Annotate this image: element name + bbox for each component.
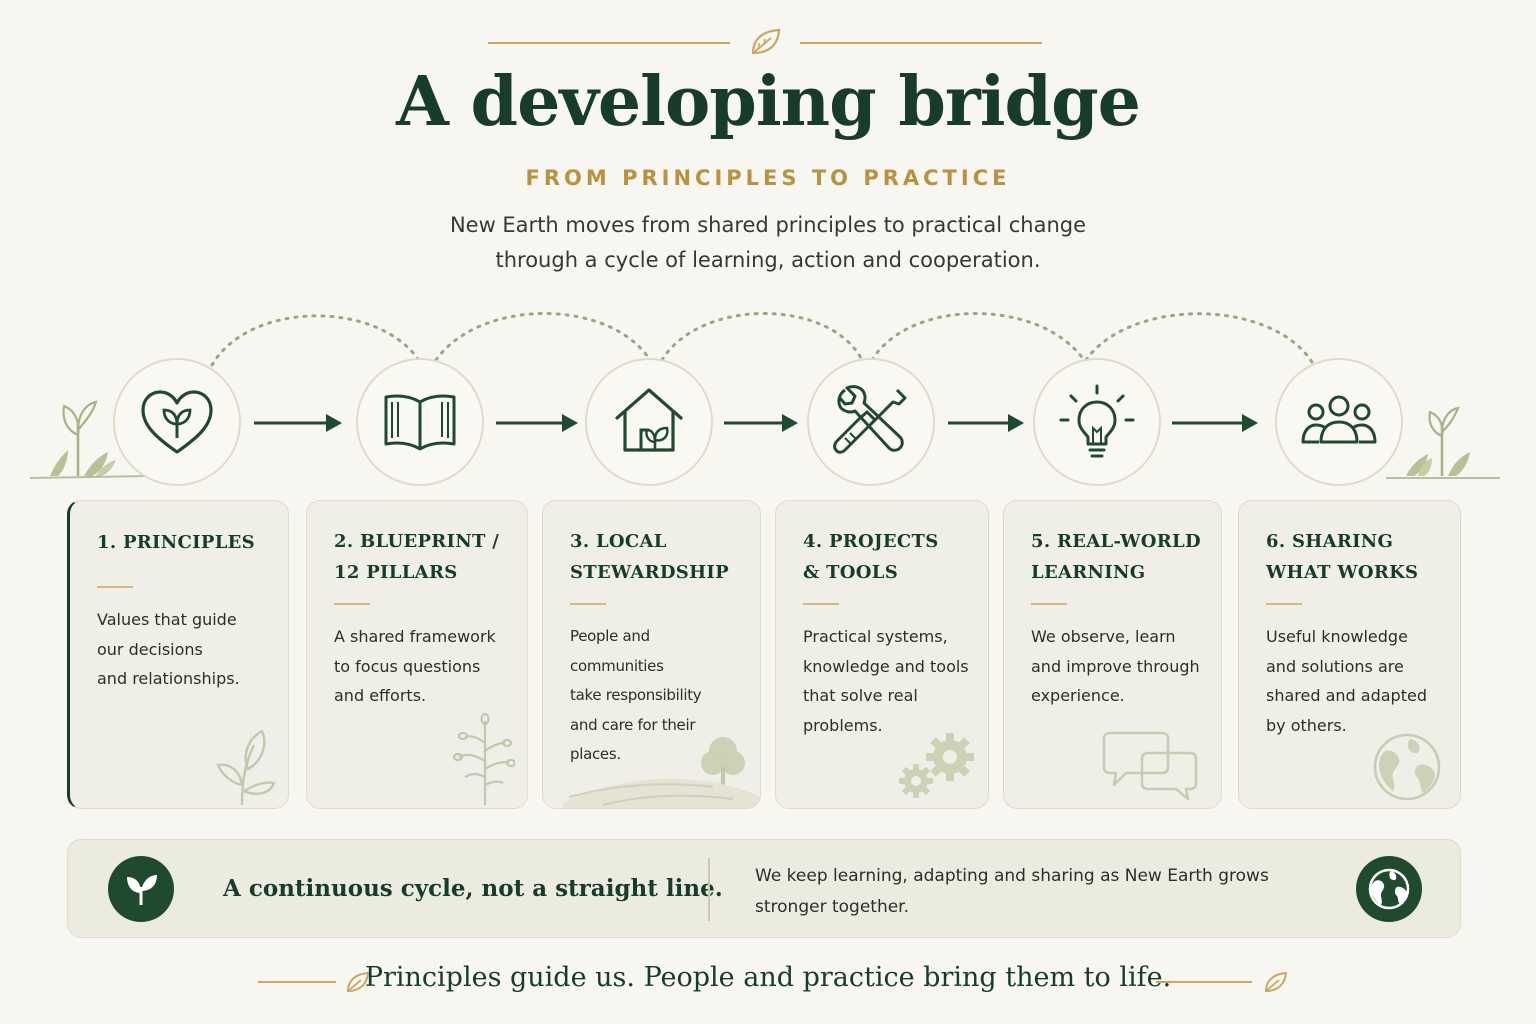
cycle-banner: A continuous cycle, not a straight line.… [67,839,1461,938]
step-2-title: 2. BLUEPRINT / 12 PILLARS [334,531,500,583]
step-3-circle [585,358,713,486]
intro-line-1: New Earth moves from shared principles t… [449,213,1087,237]
banner-text: We keep learning, adapting and sharing a… [755,866,1269,917]
dotted-arc-1 [210,314,422,367]
flow-connectors [29,312,1500,479]
page-title: A developing bridge [396,62,1141,142]
step-4-circle [807,358,935,486]
step-2-circle [356,358,484,486]
step-3-rule [570,603,606,605]
dotted-arc-2 [434,312,652,362]
footer-tagline: Principles guide us. People and practice… [364,962,1172,993]
dotted-arc-5 [1084,312,1314,364]
speech-bubbles-icon [1102,731,1198,801]
banner-divider [708,858,710,921]
step-6-circle [1275,358,1403,486]
step-card-3: 3. LOCAL STEWARDSHIP People and communit… [542,500,761,809]
step-5-circle [1033,358,1161,486]
branch-icon [453,713,515,805]
footer-rule-right [1156,981,1252,983]
open-book-icon [384,394,456,451]
header-rule-right [800,42,1042,44]
globe-icon [1373,733,1441,801]
sprout-left-icon [29,400,151,479]
dotted-arc-4 [870,312,1086,362]
step-4-title: 4. PROJECTS & TOOLS [803,531,939,583]
step-1-rule [97,586,133,588]
leaf-icon [751,28,781,55]
intro-text: New Earth moves from shared principles t… [368,208,1168,278]
globe-badge-icon [1356,856,1422,922]
step-3-description: People and communities take responsibili… [570,627,702,763]
step-6-title: 6. SHARING WHAT WORKS [1266,531,1419,583]
step-5-description: We observe, learn and improve through ex… [1031,627,1200,705]
lightbulb-icon [1059,384,1135,458]
step-6-rule [1266,603,1302,605]
step-card-1: 1. PRINCIPLES Values that guide our deci… [67,500,289,809]
step-1-description: Values that guide our decisions and rela… [97,610,240,688]
gears-icon [899,733,974,798]
intro-line-2: through a cycle of learning, action and … [495,248,1041,272]
step-5-rule [1031,603,1067,605]
leaf-icon [346,971,370,993]
sprout-badge-icon [108,856,174,922]
page-subtitle: FROM PRINCIPLES TO PRACTICE [525,166,1011,190]
step-4-rule [803,603,839,605]
step-card-2: 2. BLUEPRINT / 12 PILLARS A shared frame… [306,500,528,809]
wrench-screwdriver-icon [833,385,907,454]
step-2-description: A shared framework to focus questions an… [334,627,496,705]
header-rule-left [488,42,730,44]
step-1-circle [113,358,241,486]
step-card-4: 4. PROJECTS & TOOLS Practical systems, k… [775,500,989,809]
people-group-icon [1301,395,1377,444]
step-3-title: 3. LOCAL STEWARDSHIP [570,531,729,583]
step-4-description: Practical systems, knowledge and tools t… [803,627,969,735]
step-5-title: 5. REAL-WORLD LEARNING [1031,531,1201,583]
tree-hills-icon [563,737,760,808]
step-6-description: Useful knowledge and solutions are share… [1266,627,1427,735]
footer-rule-left [258,981,336,983]
heart-sprout-icon [141,390,213,454]
step-card-5: 5. REAL-WORLD LEARNING We observe, learn… [1003,500,1222,809]
step-2-rule [334,603,370,605]
dotted-arc-3 [660,312,864,362]
banner-headline: A continuous cycle, not a straight line. [223,875,723,902]
house-leaf-icon [615,388,683,452]
step-card-6: 6. SHARING WHAT WORKS Useful knowledge a… [1238,500,1461,809]
step-1-title: 1. PRINCIPLES [97,532,255,553]
sprout-right-icon [1386,406,1500,479]
leaf-icon [1264,971,1288,993]
leaf-sprig-icon [216,729,276,806]
